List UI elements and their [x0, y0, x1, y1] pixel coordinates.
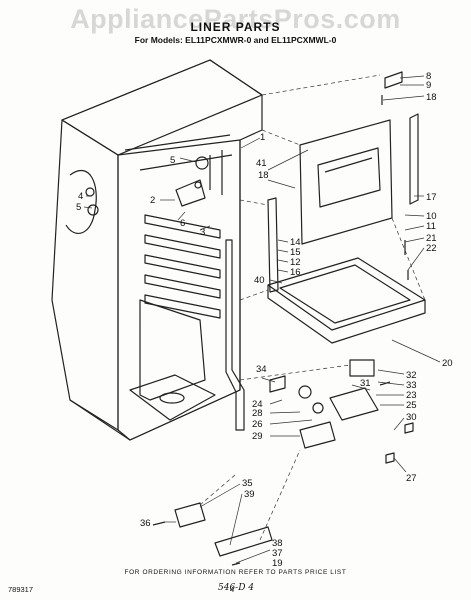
callout-20: 20 — [442, 358, 453, 369]
callout-26: 26 — [252, 419, 263, 430]
callout-14: 14 — [290, 237, 301, 248]
callout-8: 8 — [426, 71, 431, 82]
ordering-note: FOR ORDERING INFORMATION REFER TO PARTS … — [124, 569, 347, 576]
callout-34: 34 — [256, 364, 267, 375]
callout-36: 36 — [140, 518, 151, 529]
callout-35: 35 — [242, 478, 253, 489]
callout-3: 3 — [200, 227, 205, 238]
callout-11: 11 — [426, 221, 436, 232]
callout-33: 33 — [406, 380, 417, 391]
callout-18: 18 — [426, 92, 437, 103]
page-number: 4 — [230, 585, 235, 594]
callout-25: 25 — [406, 400, 417, 411]
handwritten-note: 546-D 4 — [218, 583, 255, 593]
callout-15: 15 — [290, 247, 301, 258]
callout-18: 18 — [258, 170, 269, 181]
callout-39: 39 — [244, 489, 255, 500]
callout-21: 21 — [426, 233, 437, 244]
callout-40: 40 — [254, 275, 265, 286]
liner-side-wall — [61, 119, 119, 431]
callout-12: 12 — [290, 257, 301, 268]
callout-38: 38 — [272, 538, 283, 549]
callout-24: 24 — [252, 399, 263, 410]
callout-17: 17 — [426, 192, 437, 203]
document-code: 789317 — [8, 585, 34, 594]
callout-22: 22 — [426, 243, 437, 254]
callout-31: 31 — [360, 378, 371, 389]
callout-1: 1 — [260, 132, 265, 143]
callout-19: 19 — [272, 558, 283, 569]
callout-32: 32 — [406, 370, 417, 381]
callout-37: 37 — [272, 548, 283, 559]
callout-6: 6 — [180, 218, 185, 229]
callout-5: 5 — [170, 155, 175, 166]
watermark: AppliancePartsPros.com — [70, 4, 401, 34]
diagram-title: LINER PARTS — [190, 20, 281, 34]
callout-9: 9 — [426, 80, 431, 91]
callout-27: 27 — [406, 473, 417, 484]
callout-16: 16 — [290, 267, 301, 278]
callout-29: 29 — [252, 431, 263, 442]
shelf-rungs — [144, 214, 221, 319]
diagram-subtitle: For Models: EL11PCXMWR-0 and EL11PCXMWL-… — [134, 35, 337, 45]
callout-5: 5 — [76, 202, 81, 213]
callout-23: 23 — [406, 390, 417, 401]
footer-area: FOR ORDERING INFORMATION REFER TO PARTS … — [0, 560, 471, 600]
liner-shell — [51, 59, 263, 441]
callout-30: 30 — [406, 412, 417, 423]
callout-4: 4 — [78, 191, 83, 202]
callout-41: 41 — [256, 158, 267, 169]
door-panel — [299, 119, 393, 245]
callout-28: 28 — [252, 408, 263, 419]
callout-10: 10 — [426, 211, 437, 222]
callout-2: 2 — [150, 195, 155, 206]
